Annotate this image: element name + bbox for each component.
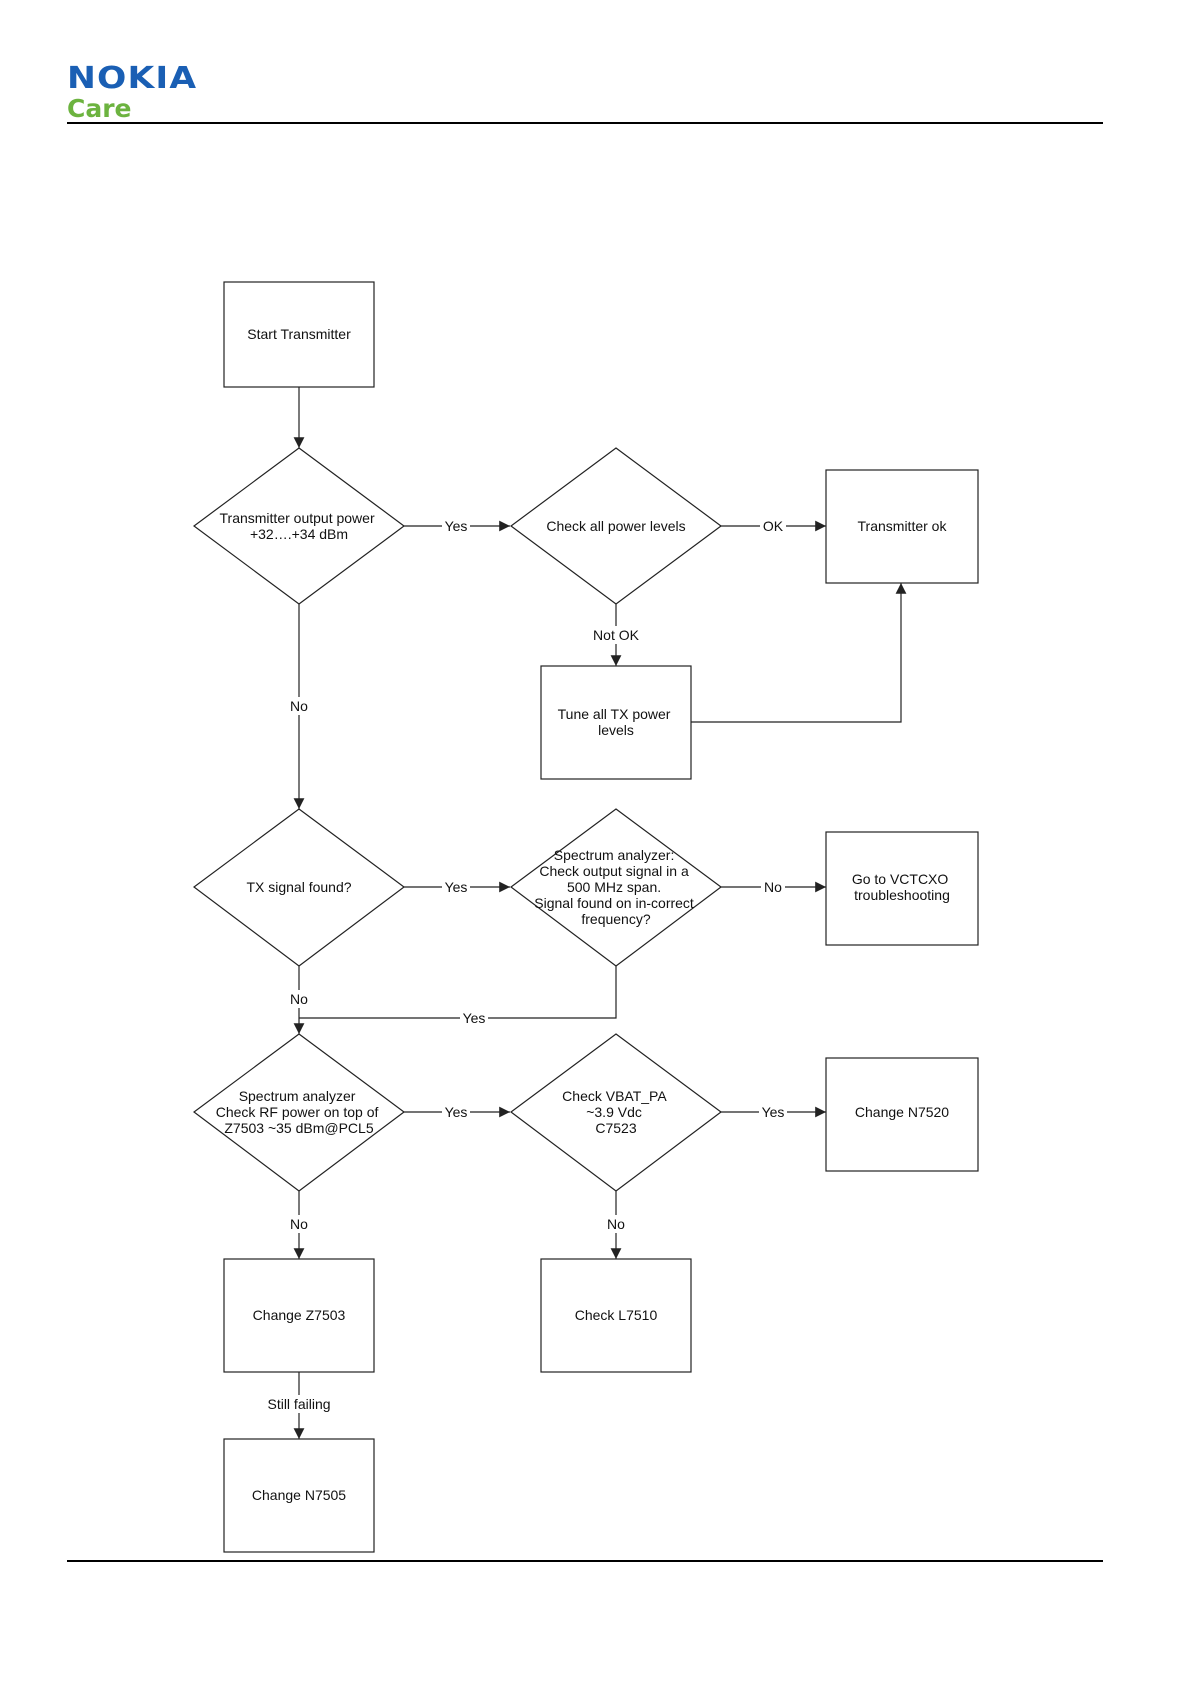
box-change-n7505	[223, 1438, 375, 1553]
diamond-power-levels	[509, 447, 723, 605]
label-yes-2: Yes	[445, 879, 468, 895]
logo-sub-text: Care	[67, 94, 132, 123]
label-no-3: No	[290, 991, 308, 1007]
text-output-power: Transmitter output power +32….+34 dBm	[220, 510, 379, 542]
diamond-output-power	[192, 447, 406, 605]
label-yes-3: Yes	[463, 1010, 486, 1026]
box-vctcxo	[825, 831, 979, 946]
label-not-ok: Not OK	[593, 627, 640, 643]
label-still-failing: Still failing	[267, 1396, 330, 1412]
box-change-n7520	[825, 1057, 979, 1172]
diamond-rf-power	[192, 1033, 406, 1192]
label-yes-5: Yes	[762, 1104, 785, 1120]
box-change-z7503	[223, 1258, 375, 1373]
label-no-5: No	[607, 1216, 625, 1232]
text-vbat: Check VBAT_PA ~3.9 Vdc C7523	[562, 1088, 670, 1136]
text-tune-levels: Tune all TX power levels	[558, 706, 675, 738]
box-check-l7510	[540, 1258, 692, 1373]
label-no-2: No	[764, 879, 782, 895]
nokia-care-logo: NOKIA Care	[67, 64, 207, 124]
label-ok: OK	[763, 518, 784, 534]
label-no-4: No	[290, 1216, 308, 1232]
diamond-spectrum-frequency	[509, 808, 723, 967]
decision-diamonds	[192, 447, 723, 1192]
box-transmitter-ok	[825, 469, 979, 584]
text-vctcxo: Go to VCTCXO troubleshooting	[852, 871, 952, 903]
text-change-n7520: Change N7520	[855, 1104, 949, 1120]
label-yes-4: Yes	[445, 1104, 468, 1120]
box-tune-levels	[540, 665, 692, 780]
node-labels: Start Transmitter Transmitter output pow…	[216, 326, 952, 1503]
text-spectrum-frequency: Spectrum analyzer: Check output signal i…	[534, 847, 697, 927]
diamond-vbat	[509, 1033, 723, 1192]
label-no-1: No	[290, 698, 308, 714]
text-power-levels: Check all power levels	[546, 518, 685, 534]
process-boxes	[223, 281, 979, 1553]
text-change-n7505: Change N7505	[252, 1487, 346, 1503]
text-transmitter-ok: Transmitter ok	[858, 518, 948, 534]
label-yes-1: Yes	[445, 518, 468, 534]
text-start-transmitter: Start Transmitter	[247, 326, 351, 342]
diamond-tx-signal	[192, 808, 406, 967]
text-check-l7510: Check L7510	[575, 1307, 658, 1323]
text-rf-power: Spectrum analyzer Check RF power on top …	[216, 1088, 383, 1136]
edge-tune-to-ok	[690, 583, 907, 723]
text-tx-signal: TX signal found?	[246, 879, 351, 895]
footer-rule	[67, 1560, 1103, 1562]
text-change-z7503: Change Z7503	[253, 1307, 346, 1323]
header-rule	[67, 122, 1103, 124]
box-start-transmitter	[223, 281, 375, 388]
edge-freq-yes	[299, 966, 617, 1019]
logo-brand-text: NOKIA	[67, 61, 198, 96]
edge-labels: Yes OK Not OK No Yes No No Yes Yes Yes N…	[264, 517, 787, 1413]
